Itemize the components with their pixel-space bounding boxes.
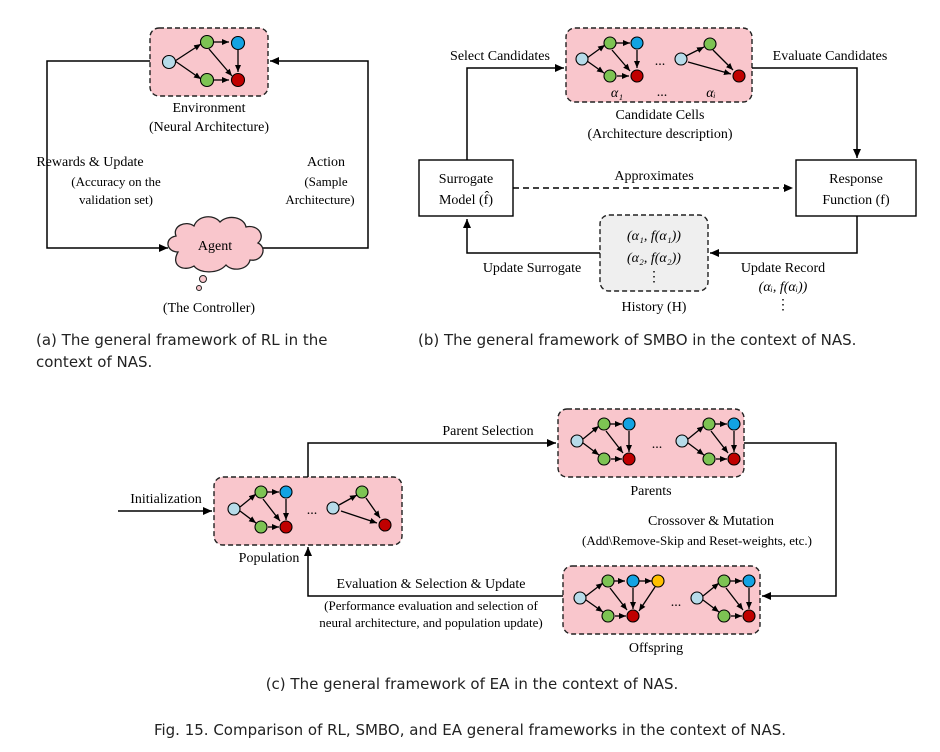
crossover-sublabel: (Add\Remove-Skip and Reset-weights, etc.… (582, 533, 812, 548)
crossover-arrow (744, 442, 837, 600)
action-arrow (262, 57, 369, 249)
history-box (599, 214, 709, 292)
parents-graph-1 (570, 417, 636, 466)
initialization-label: Initialization (130, 492, 202, 507)
evaluate-candidates-label: Evaluate Candidates (773, 49, 888, 64)
update-surrogate-label: Update Surrogate (483, 261, 581, 276)
offspring-dots: ... (671, 595, 682, 610)
candidate-dots-bottom: ... (657, 85, 668, 100)
surrogate-label-2: Model (f̂) (439, 191, 493, 208)
agent-cloud (167, 216, 264, 291)
parents-graph-2 (675, 417, 741, 466)
response-label-1: Response (829, 172, 883, 187)
update-surrogate-arrow (463, 219, 600, 254)
panel-a-rl: Environment (Neural Architecture) Reward… (36, 27, 369, 371)
parents-label: Parents (630, 484, 671, 499)
approximates-label: Approximates (614, 169, 693, 184)
offspring-label: Offspring (629, 641, 683, 656)
history-entry-2: (α₂, f(α₂)) (627, 251, 681, 266)
action-sub2: Architecture) (285, 192, 354, 207)
population-label: Population (239, 551, 300, 566)
rewards-arrow (46, 60, 168, 252)
candidate-dots-top: ... (655, 54, 666, 69)
rewards-sub1: (Accuracy on the (71, 174, 161, 189)
evaluation-sub1: (Performance evaluation and selection of (324, 598, 538, 613)
environment-sublabel: (Neural Architecture) (149, 120, 269, 135)
caption-a-line2: context of NAS. (36, 353, 152, 371)
caption-a-line1: (a) The general framework of RL in the (36, 331, 328, 349)
evaluation-arrow (304, 547, 563, 597)
alpha-1-label: α₁ (611, 86, 623, 101)
candidate-cells-sublabel: (Architecture description) (588, 127, 733, 142)
update-record-dots: ⋮ (776, 298, 790, 313)
panel-b-smbo: ... α₁ ... αᵢ Candidate Cells (Architect… (418, 27, 917, 349)
population-dots: ... (307, 503, 318, 518)
caption-c: (c) The general framework of EA in the c… (266, 675, 679, 693)
history-dots: ⋮ (647, 270, 661, 285)
candidate-cells-label: Candidate Cells (615, 108, 704, 123)
population-graph-1 (227, 485, 293, 534)
response-function-box (795, 159, 917, 217)
update-record-arrow (710, 216, 858, 257)
select-candidates-label: Select Candidates (450, 49, 550, 64)
population-graph-2 (326, 485, 392, 532)
rewards-sub2: validation set) (79, 192, 153, 207)
offspring-graph-1 (573, 574, 665, 623)
update-record-label: Update Record (741, 261, 825, 276)
select-candidates-arrow (466, 64, 564, 162)
parent-selection-arrow (307, 439, 556, 477)
history-entry-1: (α₁, f(α₁)) (627, 229, 681, 244)
environment-graph (161, 34, 246, 88)
parents-dots: ... (652, 437, 663, 452)
evaluation-sub2: neural architecture, and population upda… (319, 615, 542, 630)
candidate-graph-i (674, 37, 746, 83)
history-label: History (H) (622, 300, 687, 315)
response-label-2: Function (f) (822, 193, 890, 208)
candidate-graph-1 (575, 36, 644, 83)
offspring-graph-2 (690, 574, 756, 623)
figure-caption: Fig. 15. Comparison of RL, SMBO, and EA … (154, 721, 786, 739)
parent-selection-label: Parent Selection (442, 424, 533, 439)
action-label: Action (307, 155, 345, 170)
action-sub1: (Sample (304, 174, 348, 189)
crossover-label: Crossover & Mutation (648, 514, 774, 529)
agent-label: Agent (198, 239, 232, 254)
environment-label: Environment (172, 101, 245, 116)
evaluation-label: Evaluation & Selection & Update (337, 577, 526, 592)
evaluate-candidates-arrow (752, 67, 861, 158)
surrogate-model-box (418, 159, 514, 217)
caption-b: (b) The general framework of SMBO in the… (418, 331, 856, 349)
alpha-i-label: αᵢ (706, 86, 716, 101)
panel-c-ea: ... Parents ... Population (118, 408, 837, 693)
surrogate-label-1: Surrogate (439, 172, 493, 187)
rewards-label: Rewards & Update (36, 155, 143, 170)
controller-label: (The Controller) (163, 301, 255, 316)
update-record-entry: (αᵢ, f(αᵢ)) (759, 280, 808, 295)
